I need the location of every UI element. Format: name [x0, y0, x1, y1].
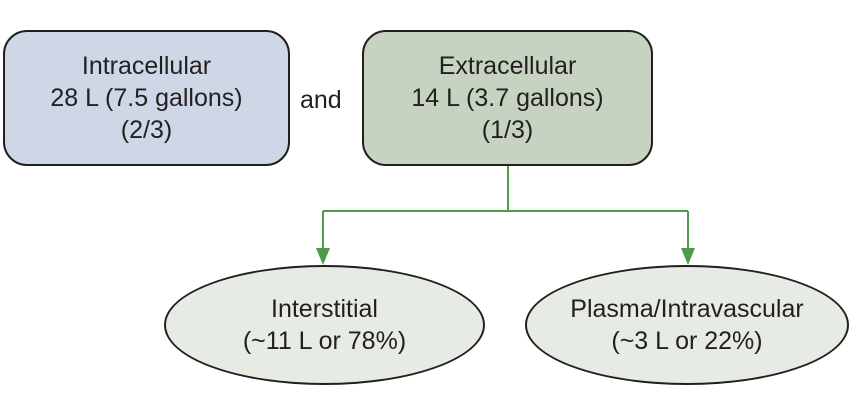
- plasma-ellipse: Plasma/Intravascular (~3 L or 22%): [525, 265, 849, 385]
- extracellular-fraction: (1/3): [481, 116, 534, 144]
- interstitial-title: Interstitial: [271, 295, 378, 323]
- intracellular-box: Intracellular 28 L (7.5 gallons) (2/3): [3, 30, 290, 166]
- intracellular-volume: 28 L (7.5 gallons): [50, 84, 243, 112]
- extracellular-title: Extracellular: [438, 52, 577, 80]
- plasma-title: Plasma/Intravascular: [570, 295, 804, 323]
- extracellular-box: Extracellular 14 L (3.7 gallons) (1/3): [362, 30, 653, 166]
- plasma-detail: (~3 L or 22%): [611, 327, 763, 355]
- extracellular-volume: 14 L (3.7 gallons): [411, 84, 604, 112]
- intracellular-title: Intracellular: [81, 52, 212, 80]
- intracellular-fraction: (2/3): [120, 116, 173, 144]
- conjunction-label: and: [300, 86, 342, 114]
- arrowhead-interstitial: [316, 248, 330, 265]
- arrowhead-plasma: [681, 248, 695, 265]
- interstitial-detail: (~11 L or 78%): [242, 327, 407, 355]
- interstitial-ellipse: Interstitial (~11 L or 78%): [164, 265, 485, 385]
